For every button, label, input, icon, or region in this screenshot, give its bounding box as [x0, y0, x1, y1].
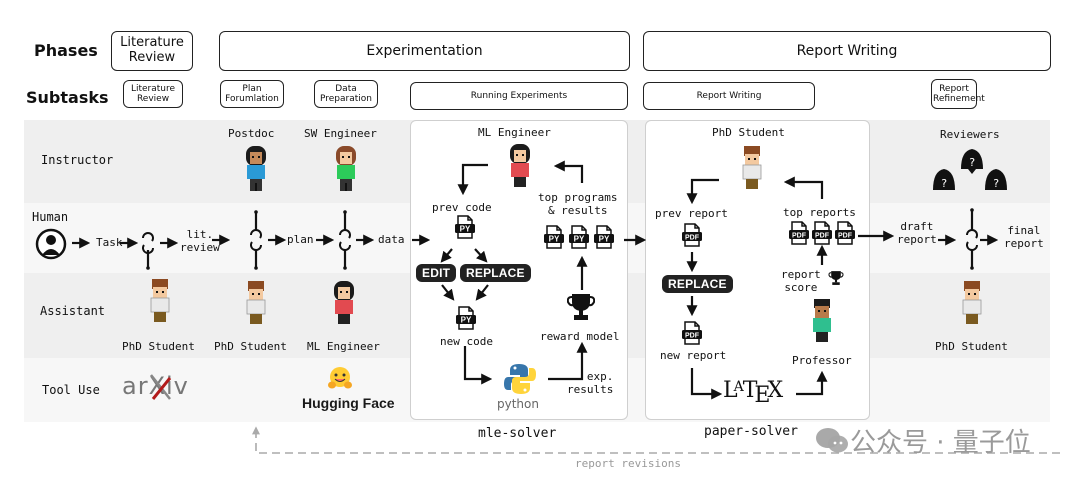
python-label: python [497, 397, 539, 411]
svg-text:PDF: PDF [838, 233, 853, 240]
flow-data: data [378, 233, 405, 246]
assistant-1-label: PhD Student [122, 340, 195, 353]
flow-lit-review: lit. review [180, 228, 220, 255]
svg-text:PY: PY [461, 316, 472, 325]
svg-text:?: ? [993, 177, 1000, 190]
ml-engineer-avatar [334, 281, 354, 324]
svg-text:?: ? [969, 156, 976, 169]
py-file-icon: PY [569, 225, 589, 249]
svg-text:PY: PY [549, 235, 560, 244]
phd-student-avatar [246, 281, 266, 324]
pdf-file-icon: PDF [682, 223, 702, 247]
trophy-icon [567, 294, 595, 320]
mle-exp-results-label: exp. results [567, 370, 614, 397]
phase-literature-review: Literature Review [111, 31, 193, 71]
paper-top-reports-label: top reports [783, 206, 856, 219]
paper-agent-label: PhD Student [712, 126, 785, 139]
assistant-3-label: ML Engineer [307, 340, 380, 353]
subtask-running-experiments: Running Experiments [410, 82, 628, 110]
svg-text:PDF: PDF [792, 233, 807, 240]
svg-text:PY: PY [460, 225, 471, 234]
flow-final-report: final report [1004, 224, 1044, 251]
mle-solver-title: mle-solver [478, 426, 557, 441]
mle-agent-label: ML Engineer [478, 126, 551, 139]
row-label-assistant: Assistant [40, 304, 106, 318]
phd-student-avatar [742, 146, 762, 189]
trophy-icon [828, 271, 844, 285]
svg-text:PY: PY [599, 235, 610, 244]
flow-task: Task [96, 236, 123, 249]
pdf-file-icon: PDF [812, 221, 832, 245]
mle-prev-code-label: prev code [432, 201, 492, 214]
row-label-human: Human [32, 210, 69, 224]
subtask-report-writing: Report Writing [643, 82, 815, 110]
human-icon [35, 228, 67, 260]
professor-label: Professor [792, 354, 852, 367]
sw-engineer-avatar [336, 146, 356, 191]
phd-student-avatar [150, 279, 170, 322]
pdf-file-icon: PDF [835, 221, 855, 245]
latex-logo: LATEX [723, 378, 783, 408]
pdf-file-icon: PDF [682, 321, 702, 345]
paper-replace-tag: REPLACE [662, 275, 733, 293]
paper-solver-title: paper-solver [704, 424, 798, 439]
subtask-literature-review: Literature Review [123, 80, 183, 108]
py-file-icon: PY [544, 225, 564, 249]
subtasks-label: Subtasks [26, 88, 109, 107]
sw-engineer-label: SW Engineer [304, 127, 377, 140]
assistant-4-label: PhD Student [935, 340, 1008, 353]
subtask-data-preparation: Data Preparation [314, 80, 378, 108]
py-file-icon: PY [456, 306, 476, 330]
reviewer-1-icon: ? [933, 169, 955, 190]
reviewers-label: Reviewers [940, 128, 1000, 141]
phase-experimentation: Experimentation [219, 31, 630, 71]
svg-text:PDF: PDF [815, 233, 830, 240]
paper-prev-report-label: prev report [655, 207, 728, 220]
python-logo-icon [504, 364, 536, 394]
reviewer-2-icon: ? [961, 149, 983, 174]
paper-new-report-label: new report [660, 349, 727, 362]
flow-draft-report: draft report [897, 220, 937, 247]
mle-reward-model-label: reward model [540, 330, 620, 343]
report-revisions-label: report revisions [575, 457, 681, 470]
subtask-report-refinement: Report Refinement [931, 79, 985, 109]
py-file-icon: PY [455, 215, 475, 239]
postdoc-avatar [246, 146, 266, 191]
arxiv-x-icon [150, 374, 172, 400]
postdoc-label: Postdoc [228, 127, 275, 140]
professor-avatar [813, 299, 831, 342]
paper-report-score-label: report score [781, 268, 821, 295]
wechat-icon [816, 428, 848, 453]
hugging-face-icon [328, 367, 352, 389]
mle-edit-tag: EDIT [416, 264, 457, 282]
watermark-text: 公众号 · 量子位 [850, 428, 1031, 458]
svg-text:PDF: PDF [685, 235, 700, 242]
mle-replace-tag: REPLACE [460, 264, 531, 282]
flow-plan: plan [287, 233, 314, 246]
svg-text:PY: PY [574, 235, 585, 244]
phd-student-avatar [962, 281, 982, 324]
arxiv-logo: arXiv [122, 372, 189, 400]
svg-text:PDF: PDF [685, 333, 700, 340]
row-label-instructor: Instructor [41, 153, 114, 167]
mle-new-code-label: new code [440, 335, 493, 348]
svg-text:?: ? [941, 177, 948, 190]
py-file-icon: PY [594, 225, 614, 249]
reviewer-3-icon: ? [985, 169, 1007, 190]
phases-label: Phases [34, 41, 98, 60]
row-label-tool-use: Tool Use [42, 383, 100, 397]
mle-top-programs-label: top programs & results [538, 191, 618, 218]
phase-report-writing: Report Writing [643, 31, 1051, 71]
hugging-face-label: Hugging Face [302, 395, 395, 411]
reviewers-icon: ? ? ? [933, 149, 1007, 190]
ml-engineer-avatar [510, 144, 530, 187]
pdf-file-icon: PDF [789, 221, 809, 245]
assistant-2-label: PhD Student [214, 340, 287, 353]
subtask-plan-formulation: Plan Forumlation [220, 80, 284, 108]
